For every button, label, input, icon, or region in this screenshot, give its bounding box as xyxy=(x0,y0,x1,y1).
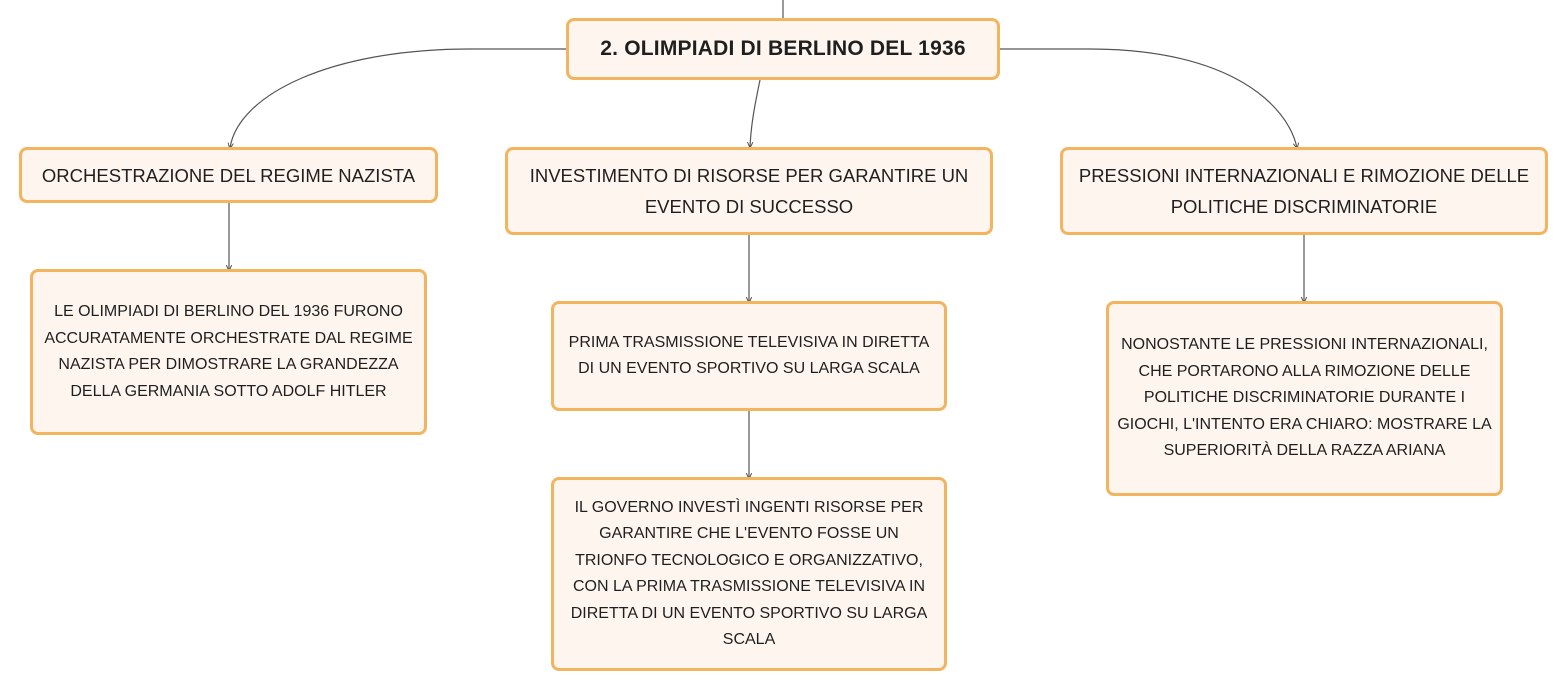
detail-trasmissione-node[interactable]: PRIMA TRASMISSIONE TELEVISIVA IN DIRETTA… xyxy=(551,301,947,411)
connector-root-to-pressioni xyxy=(1000,48,1297,148)
detail-governo-text: IL GOVERNO INVESTÌ INGENTI RISORSE PER G… xyxy=(570,498,928,649)
topic-orchestrazione-node[interactable]: ORCHESTRAZIONE DEL REGIME NAZISTA xyxy=(19,147,438,203)
detail-trasmissione-text: PRIMA TRASMISSIONE TELEVISIVA IN DIRETTA… xyxy=(568,333,930,378)
topic-orchestrazione-label: ORCHESTRAZIONE DEL REGIME NAZISTA xyxy=(41,164,416,186)
detail-orchestrazione-node[interactable]: LE OLIMPIADI DI BERLINO DEL 1936 FURONO … xyxy=(30,269,427,435)
connector-root-to-orchestrazione xyxy=(230,48,566,148)
topic-investimento-label: INVESTIMENTO DI RISORSE PER GARANTIRE UN… xyxy=(529,165,969,217)
root-topic-label: 2. OLIMPIADI DI BERLINO DEL 1936 xyxy=(600,37,966,60)
detail-pressioni-text: NONOSTANTE LE PRESSIONI INTERNAZIONALI, … xyxy=(1117,336,1492,460)
root-topic-node[interactable]: 2. OLIMPIADI DI BERLINO DEL 1936 xyxy=(566,18,1000,80)
detail-orchestrazione-text: LE OLIMPIADI DI BERLINO DEL 1936 FURONO … xyxy=(44,303,413,400)
topic-investimento-node[interactable]: INVESTIMENTO DI RISORSE PER GARANTIRE UN… xyxy=(505,147,993,235)
connector-root-to-investimento xyxy=(750,79,761,147)
topic-pressioni-label: PRESSIONI INTERNAZIONALI E RIMOZIONE DEL… xyxy=(1078,165,1530,217)
detail-pressioni-node[interactable]: NONOSTANTE LE PRESSIONI INTERNAZIONALI, … xyxy=(1106,301,1503,496)
detail-governo-node[interactable]: IL GOVERNO INVESTÌ INGENTI RISORSE PER G… xyxy=(551,477,947,671)
topic-pressioni-node[interactable]: PRESSIONI INTERNAZIONALI E RIMOZIONE DEL… xyxy=(1060,147,1548,235)
